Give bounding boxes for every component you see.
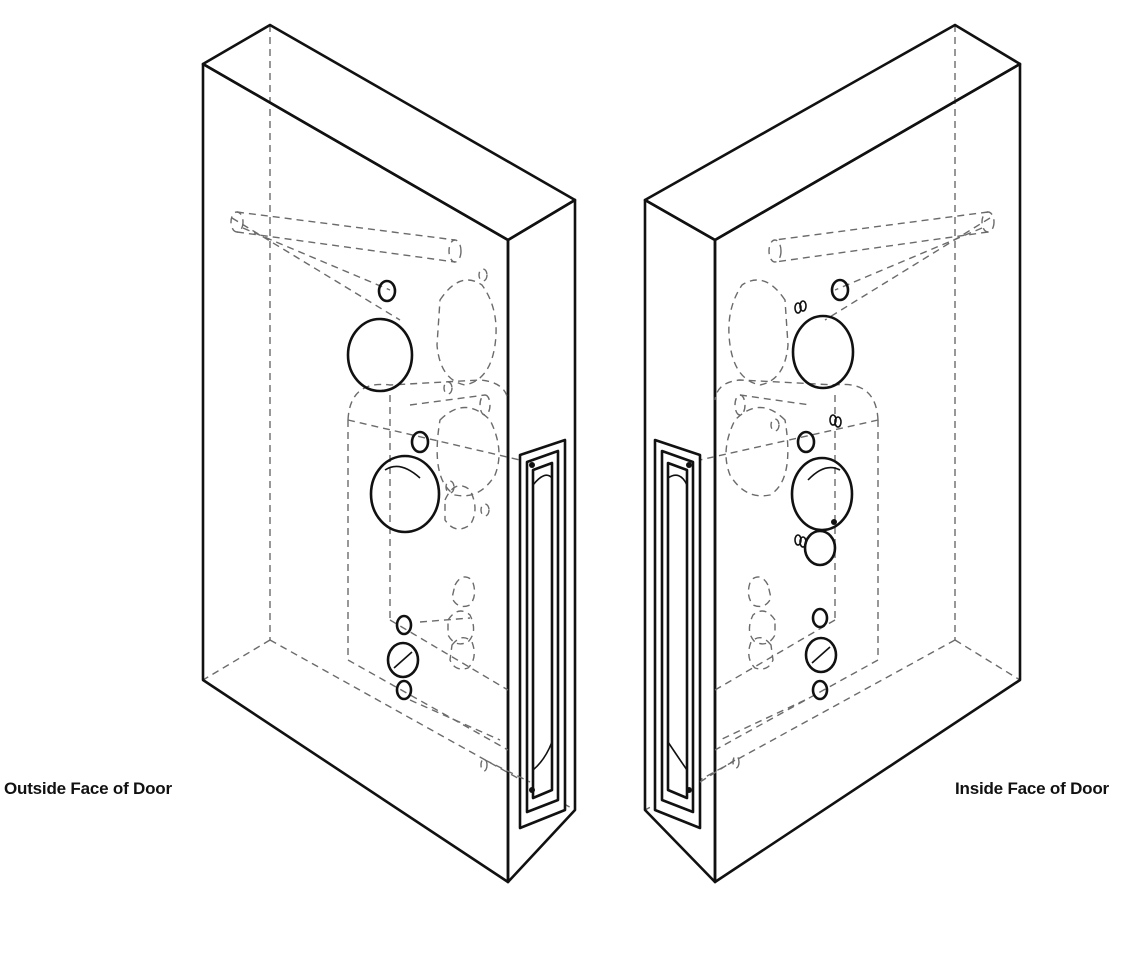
outside-deadbolt-hole xyxy=(346,317,414,393)
outside-lower-hole-1 xyxy=(395,614,413,636)
outside-latch-hole-inner xyxy=(384,465,421,479)
outside-lock-body-hidden xyxy=(347,379,521,751)
inside-hidden-middle xyxy=(725,394,811,497)
inside-hidden-lower xyxy=(719,576,806,741)
inside-lower-hole-2-inner xyxy=(811,646,831,664)
inside-mortise-faceplate xyxy=(653,438,740,830)
outside-door-front-face xyxy=(201,62,510,884)
outside-lower-hole-2 xyxy=(386,641,420,679)
outside-hidden-lower xyxy=(409,576,501,741)
inside-door-top-face xyxy=(643,23,1022,242)
inside-lower-hole-3 xyxy=(811,679,829,701)
inside-deadbolt-thumbturn-hole xyxy=(791,314,855,390)
inside-screw-lower xyxy=(794,519,837,548)
outside-latch-hole xyxy=(369,454,441,534)
outside-door-top-face xyxy=(201,23,577,242)
inside-screw-middle xyxy=(829,414,842,428)
outside-face-label: Outside Face of Door xyxy=(4,779,172,798)
inside-door xyxy=(643,23,1022,884)
inside-through-bolt-top xyxy=(768,211,995,321)
inside-lower-hole-2 xyxy=(804,636,838,674)
inside-latch-hole-inner xyxy=(807,466,841,481)
outside-hidden-cylinder-top xyxy=(436,268,497,395)
inside-lower-hole-1 xyxy=(811,607,829,629)
outside-mortise-faceplate xyxy=(480,438,567,830)
outside-lower-hole-2-inner xyxy=(393,651,413,669)
outside-lower-hole-3 xyxy=(395,679,413,701)
inside-screw-top xyxy=(794,300,807,314)
inside-face-label: Inside Face of Door xyxy=(955,779,1109,798)
outside-hidden-middle xyxy=(409,394,500,530)
inside-small-hole-top xyxy=(830,278,850,302)
outside-door xyxy=(201,23,577,884)
outside-small-hole-middle xyxy=(410,430,430,454)
inside-door-edge-face xyxy=(643,198,717,884)
inside-door-front-face xyxy=(713,62,1022,884)
outside-small-hole-top xyxy=(377,279,397,303)
outside-through-bolt-top xyxy=(230,211,462,321)
inside-small-hole-middle xyxy=(796,430,816,454)
inside-hidden-cylinder-top xyxy=(728,279,789,386)
inside-lock-body-hidden xyxy=(699,379,879,751)
inside-emergency-hole xyxy=(803,529,837,567)
outside-door-edge-face xyxy=(506,198,577,884)
